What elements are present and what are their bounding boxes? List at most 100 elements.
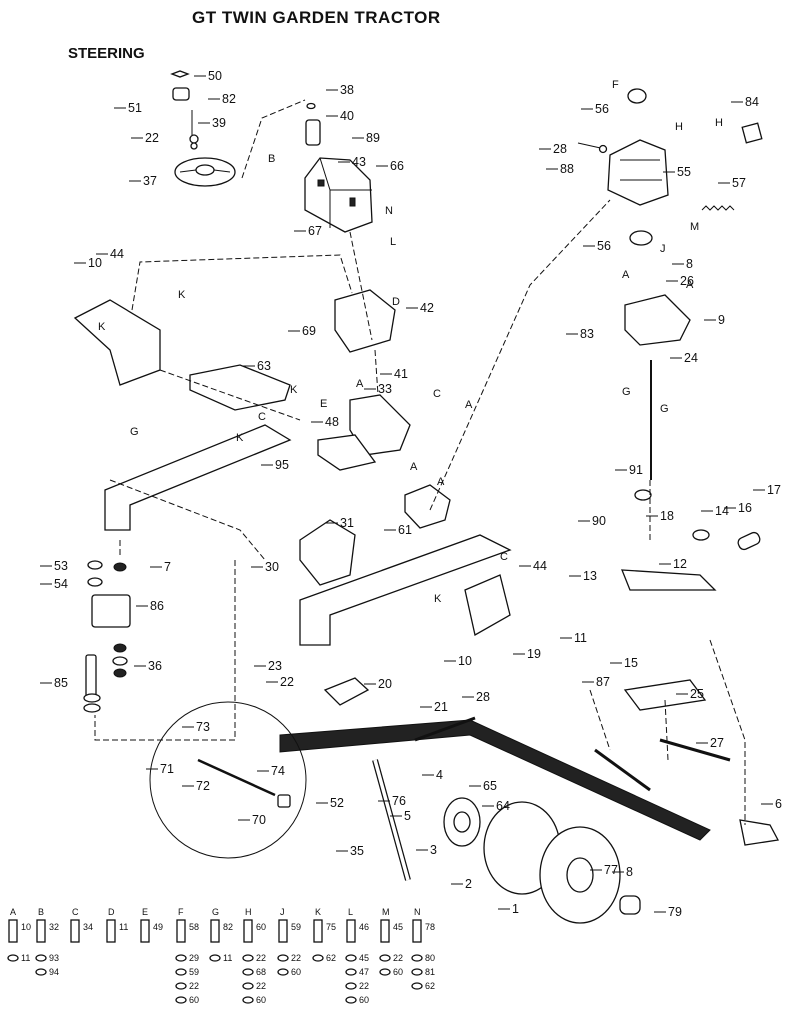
part-label: 23 bbox=[268, 659, 282, 673]
hardware-key-letter: C bbox=[72, 907, 79, 917]
part-label: 35 bbox=[350, 844, 364, 858]
part-label: 30 bbox=[265, 560, 279, 574]
part-label: 42 bbox=[420, 301, 434, 315]
part-label: 73 bbox=[196, 720, 210, 734]
hardware-part-number: 22 bbox=[189, 981, 199, 991]
page-title: GT TWIN GARDEN TRACTOR bbox=[192, 8, 441, 27]
part-label: 44 bbox=[110, 247, 124, 261]
hardware-key-letter: B bbox=[38, 907, 44, 917]
hardware-part-number: 11 bbox=[223, 953, 232, 963]
key-letter: G bbox=[660, 403, 669, 415]
hardware-washer-icon bbox=[411, 968, 423, 976]
part-label: 63 bbox=[257, 359, 271, 373]
part-label: 61 bbox=[398, 523, 412, 537]
part-bracket-44-right bbox=[464, 574, 511, 637]
hardware-part-number: 11 bbox=[119, 922, 128, 932]
part-axle-support bbox=[299, 534, 512, 646]
part-clip-70 bbox=[277, 794, 291, 808]
hardware-part-number: 59 bbox=[291, 922, 301, 932]
hardware-part-number: 62 bbox=[425, 981, 435, 991]
part-rod-72 bbox=[197, 758, 276, 797]
part-label: 22 bbox=[280, 675, 294, 689]
part-label: 20 bbox=[378, 677, 392, 691]
part-bracket-30 bbox=[299, 519, 356, 586]
key-letter: A bbox=[410, 461, 418, 473]
part-steering-arm-12 bbox=[621, 569, 717, 591]
part-emblem-51 bbox=[172, 87, 190, 101]
part-decal-84 bbox=[741, 122, 763, 144]
part-label: 79 bbox=[668, 905, 682, 919]
hardware-key-letter: G bbox=[212, 907, 219, 917]
hardware-part-number: 60 bbox=[256, 995, 266, 1005]
key-letter: F bbox=[612, 79, 619, 91]
hardware-key-letter: N bbox=[414, 907, 421, 917]
part-label: 16 bbox=[738, 501, 752, 515]
hardware-washer-icon bbox=[345, 954, 357, 962]
hardware-fastener-icon bbox=[380, 919, 390, 943]
hardware-washer-icon bbox=[277, 968, 289, 976]
part-label: 95 bbox=[275, 458, 289, 472]
part-plate-25 bbox=[623, 679, 707, 711]
part-cap-50 bbox=[170, 70, 190, 78]
key-letter: A bbox=[622, 269, 630, 281]
hardware-washer-icon bbox=[411, 982, 423, 990]
hardware-washer-icon bbox=[379, 968, 391, 976]
key-letter: C bbox=[500, 551, 508, 563]
hardware-part-number: 22 bbox=[393, 953, 403, 963]
part-label: 26 bbox=[680, 274, 694, 288]
part-label: 24 bbox=[684, 351, 698, 365]
part-dash-housing-67 bbox=[304, 157, 373, 233]
part-label: 25 bbox=[690, 687, 704, 701]
part-label: 65 bbox=[483, 779, 497, 793]
part-label: 50 bbox=[208, 69, 222, 83]
hardware-fastener-icon bbox=[36, 919, 46, 943]
part-label: 22 bbox=[145, 131, 159, 145]
part-bracket-61 bbox=[404, 484, 451, 529]
key-letter: H bbox=[715, 117, 723, 129]
part-number-labels: 50 51 82 38 40 89 39 22 37 43 66 67 28 8… bbox=[54, 69, 782, 919]
part-label: 89 bbox=[366, 131, 380, 145]
hardware-part-number: 34 bbox=[83, 922, 93, 932]
part-label: 71 bbox=[160, 762, 174, 776]
hardware-part-number: 93 bbox=[49, 953, 59, 963]
hardware-part-number: 80 bbox=[425, 953, 435, 963]
hardware-washer-icon bbox=[277, 954, 289, 962]
part-label: 40 bbox=[340, 109, 354, 123]
part-label: 43 bbox=[352, 155, 366, 169]
part-label: 57 bbox=[732, 176, 746, 190]
part-label: 17 bbox=[767, 483, 781, 497]
hardware-washer-icon bbox=[345, 982, 357, 990]
section-title: STEERING bbox=[68, 45, 145, 62]
key-letter: A bbox=[686, 279, 694, 291]
part-label: 70 bbox=[252, 813, 266, 827]
hardware-washer-icon bbox=[242, 996, 254, 1004]
hardware-fastener-icon bbox=[70, 919, 80, 943]
hardware-washer-icon bbox=[242, 968, 254, 976]
part-label: 21 bbox=[434, 700, 448, 714]
hardware-fastener-icon bbox=[106, 919, 116, 943]
key-letter: A bbox=[356, 378, 364, 390]
hardware-key-letter: H bbox=[245, 907, 252, 917]
part-label: 12 bbox=[673, 557, 687, 571]
hardware-washer-icon bbox=[345, 996, 357, 1004]
reference-letter-keys: B N L K K D A C A E K C K G A A C K F H … bbox=[98, 79, 723, 605]
part-support-9 bbox=[624, 294, 691, 346]
hardware-key-letter: M bbox=[382, 907, 390, 917]
part-tie-rod-27-right bbox=[659, 738, 731, 762]
part-label: 8 bbox=[626, 865, 633, 879]
part-label: 85 bbox=[54, 676, 68, 690]
part-label: 82 bbox=[222, 92, 236, 106]
part-bushing-40 bbox=[305, 119, 321, 146]
hardware-washer-icon bbox=[35, 968, 47, 976]
part-label: 37 bbox=[143, 174, 157, 188]
part-label: 15 bbox=[624, 656, 638, 670]
part-steering-arm-20 bbox=[323, 677, 370, 706]
part-label: 48 bbox=[325, 415, 339, 429]
part-label: 10 bbox=[88, 256, 102, 270]
hardware-part-number: 22 bbox=[359, 981, 369, 991]
hardware-fastener-icon bbox=[243, 919, 253, 943]
hardware-washer-icon bbox=[242, 954, 254, 962]
hardware-washer-icon bbox=[379, 954, 391, 962]
part-spindle-block-86 bbox=[91, 594, 131, 628]
